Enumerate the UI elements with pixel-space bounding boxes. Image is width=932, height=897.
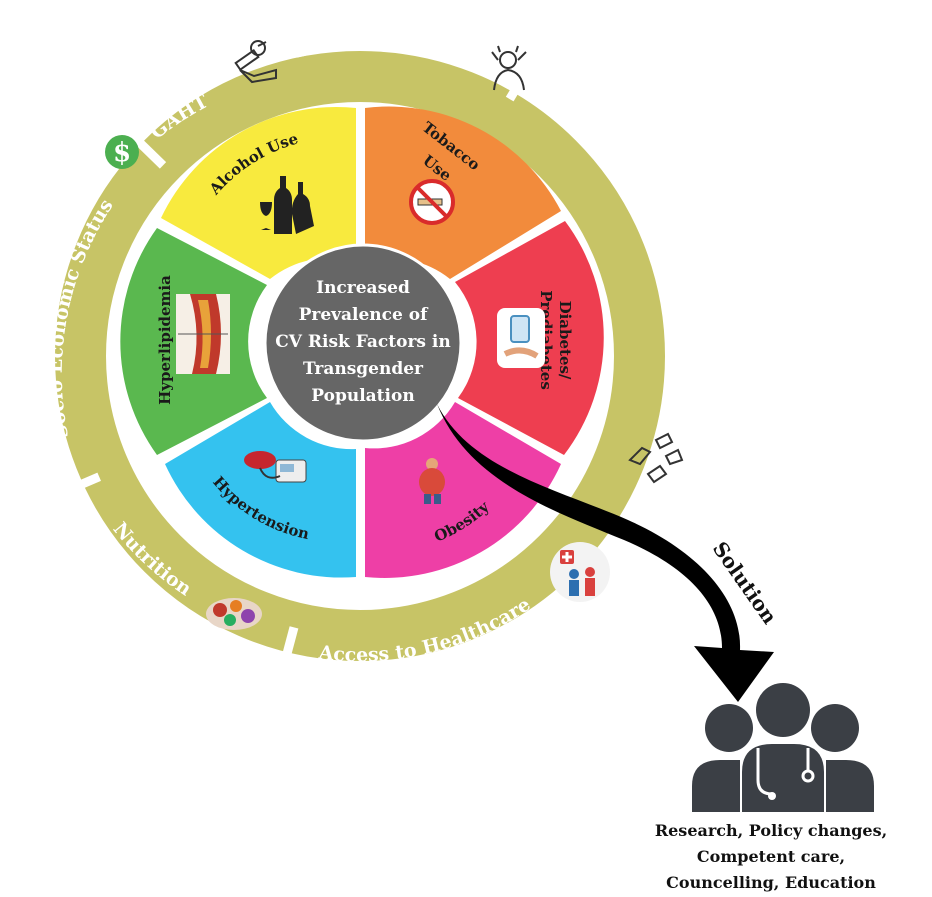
outer-ring (54, 50, 666, 662)
svg-text:$: $ (113, 138, 131, 168)
solution-arrow (437, 404, 774, 702)
solution-line-1: Research, Policy changes, (654, 821, 888, 840)
center-line-3: CV Risk Factors in (275, 332, 450, 352)
sector-alcohol-use (161, 107, 356, 280)
syringe-icon (234, 40, 277, 84)
center-line-4: Transgender (303, 359, 424, 379)
center-line-1: Increased (316, 278, 410, 298)
artery-plaque-icon (176, 294, 230, 374)
medical-team-icon (550, 542, 610, 602)
medical-team-people-icon (692, 683, 874, 812)
wine-bottles-icon (260, 176, 314, 234)
solution-text: Research, Policy changes, Competent care… (612, 818, 930, 896)
sector-obesity (365, 402, 561, 578)
sector-tobacco-use (365, 106, 561, 280)
center-line-2: Prevalence of (299, 305, 430, 325)
no-smoking-icon (409, 179, 455, 225)
solution-line-3: Councelling, Education (666, 873, 876, 892)
obese-person-icon (419, 458, 445, 504)
dollar-icon: $ (105, 135, 139, 169)
glucose-meter-icon (497, 308, 545, 368)
inner-label-diabetes: Diabetes/ (556, 301, 574, 380)
outer-ring-border (53, 49, 667, 663)
center-circle (263, 243, 463, 443)
hands-gesture-icon (628, 432, 684, 484)
inner-label-hyperlipidemia: Hyperlipidemia (156, 275, 174, 405)
stressed-person-icon (491, 45, 527, 91)
outer-ring-dividers (49, 27, 716, 681)
center-line-5: Population (311, 386, 414, 406)
solution-line-2: Competent care, (696, 847, 846, 866)
blood-pressure-monitor-icon (244, 451, 307, 483)
sector-hypertension (165, 402, 356, 578)
food-plate-icon (206, 598, 262, 630)
